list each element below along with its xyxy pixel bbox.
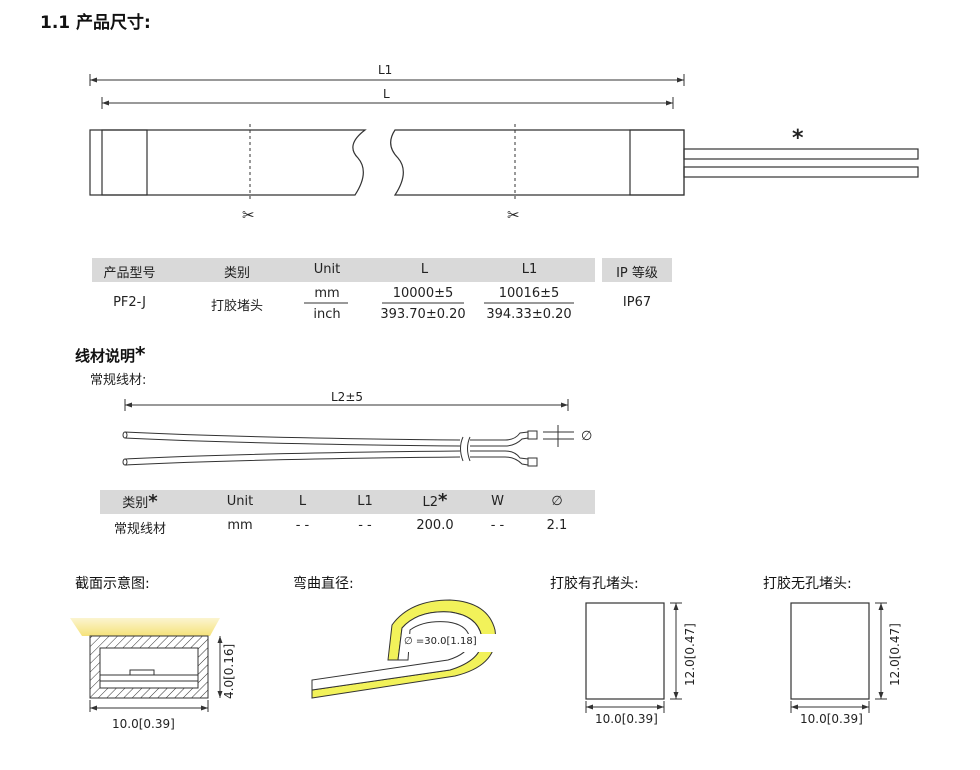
- header-model: 产品型号: [103, 266, 156, 281]
- wire-title-text: 线材说明: [75, 347, 136, 365]
- cell-model: PF2-J: [113, 295, 146, 310]
- cell-unit-inch: inch: [313, 307, 341, 322]
- wire-cell-l2: 200.0: [416, 518, 454, 533]
- wire-header-unit: Unit: [226, 494, 254, 509]
- cap-nohole-title: 打胶无孔堵头:: [763, 576, 852, 592]
- header-l1: L1: [521, 262, 538, 277]
- scissors-icon: ✂: [507, 206, 520, 224]
- cross-section-drawing: [70, 618, 223, 712]
- cell-l-mm: 10000±5: [392, 286, 454, 301]
- bend-drawing: [311, 599, 497, 699]
- dim-l-label: L: [383, 87, 390, 101]
- dim-l1-label: L1: [378, 63, 393, 77]
- header-ip: IP 等级: [616, 266, 658, 281]
- wire-dim-label: L2±5: [331, 390, 364, 404]
- cap-nohole-height: 12.0[0.47]: [888, 623, 902, 686]
- cell-l-inch: 393.70±0.20: [380, 307, 466, 322]
- cell-l1-mm: 10016±5: [498, 286, 560, 301]
- cross-height-label: 4.0[0.16]: [222, 643, 236, 699]
- wire-cell-dia: 2.1: [546, 518, 568, 533]
- cell-unit-mm: mm: [314, 286, 340, 301]
- wire-cell-l: - -: [295, 518, 310, 533]
- scissors-icon: ✂: [242, 206, 255, 224]
- wire-cell-l1: - -: [358, 518, 372, 533]
- cap-hole-width: 10.0[0.39]: [595, 712, 658, 726]
- bend-diameter-label: ∅ =30.0[1.18]: [404, 636, 477, 647]
- wire-header-l2: L2*: [422, 490, 448, 511]
- cap-nohole-drawing: [790, 602, 887, 713]
- cap-hole-drawing: [585, 602, 682, 713]
- wire-cell-category: 常规线材: [113, 522, 166, 537]
- wire-header-category: 类别*: [122, 491, 158, 512]
- wire-header-w: W: [491, 494, 504, 509]
- wire-cell-w: - -: [490, 518, 505, 533]
- wire-asterisk: *: [792, 126, 804, 151]
- cell-ip: IP67: [622, 295, 652, 310]
- cross-width-label: 10.0[0.39]: [112, 717, 175, 731]
- wire-header-dia: ∅: [551, 494, 563, 509]
- wire-subtitle: 常规线材:: [90, 373, 147, 388]
- cross-section-title: 截面示意图:: [75, 576, 150, 592]
- cap-hole-title: 打胶有孔堵头:: [550, 576, 639, 592]
- cap-nohole-width: 10.0[0.39]: [800, 712, 863, 726]
- wire-header-l: L: [298, 494, 307, 509]
- header-category: 类别: [223, 266, 250, 281]
- header-unit: Unit: [313, 262, 341, 277]
- section-title: 1.1 产品尺寸:: [40, 13, 151, 33]
- wire-title-asterisk: *: [135, 342, 146, 366]
- wire-cell-unit: mm: [227, 518, 253, 533]
- header-l: L: [420, 262, 429, 277]
- wire-header-l1: L1: [357, 494, 373, 509]
- wire-section-title: 线材说明*: [75, 344, 145, 366]
- cap-hole-height: 12.0[0.47]: [683, 623, 697, 686]
- wire-drawing: [122, 399, 574, 467]
- diameter-symbol: ∅: [581, 429, 593, 444]
- cell-category: 打胶堵头: [210, 299, 263, 314]
- cell-l1-inch: 394.33±0.20: [486, 307, 572, 322]
- bend-title: 弯曲直径:: [293, 576, 354, 592]
- strip-drawing: [89, 74, 919, 202]
